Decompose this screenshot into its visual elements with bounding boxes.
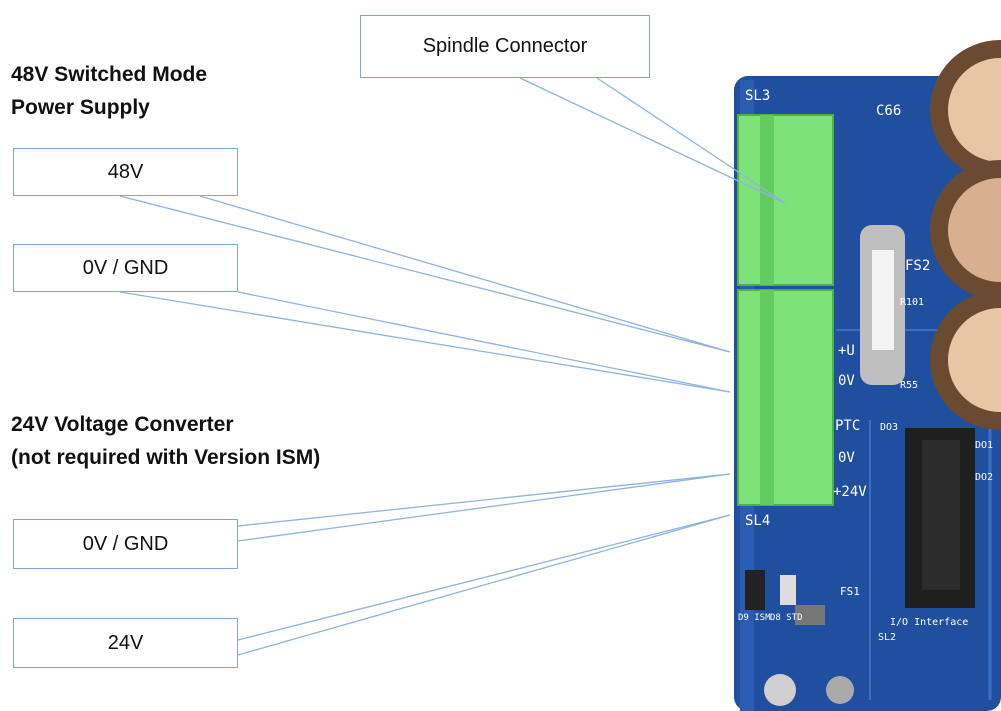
label-sl2: SL2 (878, 632, 896, 643)
leader-gnd-top-a (119, 291, 731, 393)
leader-gnd-bottom-a (237, 473, 731, 527)
label-plus-24v: +24V (833, 484, 867, 500)
label-0v-a: 0V (838, 373, 855, 389)
converter-heading: 24V Voltage Converter (not required with… (11, 408, 320, 474)
callout-48v: 48V (13, 148, 238, 196)
label-fs2: FS2 (905, 258, 930, 274)
leader-48v-a (119, 195, 731, 353)
leader-spindle-b (596, 77, 786, 204)
label-d9-ism: D9 ISM (738, 613, 771, 623)
label-0v-b: 0V (838, 450, 855, 466)
label-sl3: SL3 (745, 88, 770, 104)
leader-48v-b (199, 195, 731, 353)
diode-d8 (780, 575, 796, 605)
spindle-connector-block (737, 114, 834, 286)
callout-spindle-connector: Spindle Connector (360, 15, 650, 78)
leader-24v-a (237, 514, 731, 641)
psu-heading: 48V Switched Mode Power Supply (11, 58, 207, 124)
label-c66: C66 (876, 103, 901, 119)
label-sl4: SL4 (745, 513, 770, 529)
label-do1: DO1 (975, 440, 993, 451)
io-header (905, 428, 975, 608)
label-fs1: FS1 (840, 585, 860, 598)
capacitor-c66 (930, 40, 1001, 180)
converter-heading-line2: (not required with Version ISM) (11, 446, 321, 469)
label-ptc: PTC (835, 418, 860, 434)
label-do3: DO3 (880, 422, 898, 433)
capacitor-lower (930, 290, 1001, 430)
psu-heading-line2: Power Supply (11, 96, 150, 119)
callout-0v-gnd-bottom: 0V / GND (13, 519, 238, 569)
converter-heading-line1: 24V Voltage Converter (11, 413, 234, 436)
label-io-interface: I/O Interface (890, 617, 968, 628)
callout-24v: 24V (13, 618, 238, 668)
label-r55: R55 (900, 380, 918, 391)
label-r101: R101 (900, 297, 924, 308)
power-connector-block (737, 289, 834, 506)
leader-gnd-top-b (237, 291, 731, 393)
mounting-hole (764, 674, 796, 706)
leader-spindle-a (519, 77, 786, 204)
label-plus-u: +U (838, 343, 855, 359)
label-d8-std: D8 STD (770, 613, 803, 623)
fuse-fs2 (860, 225, 905, 385)
capacitor-middle (930, 160, 1001, 300)
leader-lines (119, 77, 786, 656)
psu-heading-line1: 48V Switched Mode (11, 63, 208, 86)
leader-gnd-bottom-b (237, 473, 731, 542)
component-small-1 (795, 605, 825, 625)
capacitor-small (826, 676, 854, 704)
leader-24v-b (237, 514, 731, 656)
label-do2: DO2 (975, 472, 993, 483)
diode-d9 (745, 570, 765, 610)
callout-0v-gnd-top: 0V / GND (13, 244, 238, 292)
